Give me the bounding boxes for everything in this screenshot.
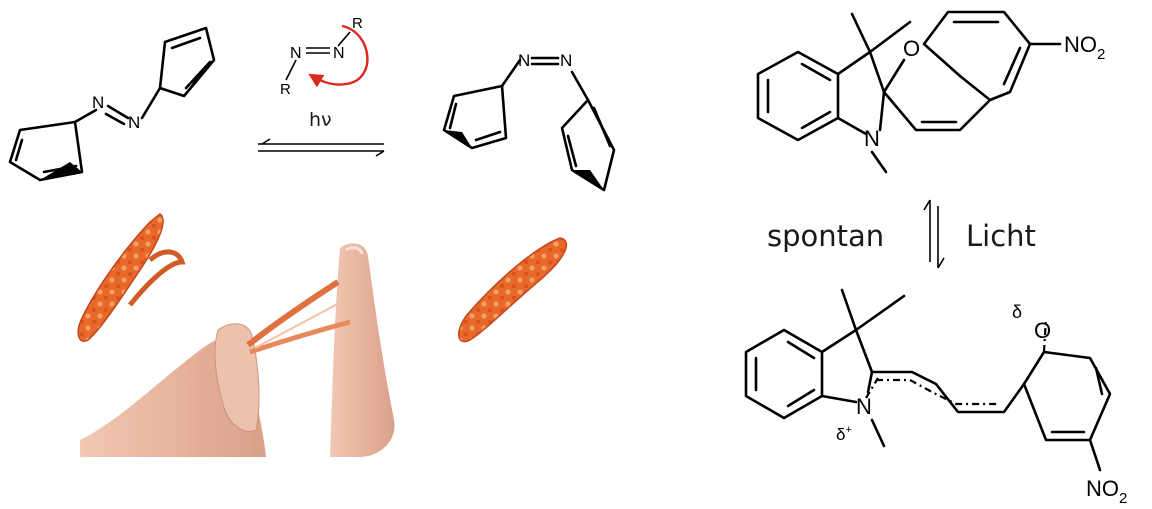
- atom-n-inset-2: N: [333, 45, 345, 62]
- n-methyl: [870, 150, 888, 174]
- equilibrium-arrow-right-icon: [258, 150, 385, 157]
- indoline-benzene-ring: [756, 50, 840, 142]
- substituent-r-top: R: [352, 15, 363, 32]
- open-clip-bottom: [249, 319, 351, 355]
- mc-five-ring-bottom: [820, 394, 858, 404]
- mc-nitro-label: NO2: [1086, 476, 1127, 507]
- mc-phenolate-ring: [1022, 350, 1112, 442]
- mc-nitrogen-label: N: [856, 394, 872, 419]
- clip-left-prong: [128, 249, 186, 307]
- label-licht: Licht: [966, 219, 1036, 253]
- azo-isomerization-inset: R N N R: [280, 15, 369, 98]
- bond: [73, 108, 98, 124]
- bond: [285, 59, 297, 81]
- cis-right-phenyl-ring: [560, 98, 616, 192]
- mc-gem-dimethyl: [840, 288, 906, 332]
- pyran-lower: [882, 90, 992, 132]
- atom-n-cis-2: N: [560, 51, 572, 70]
- bond: [500, 58, 522, 88]
- mc-cn-bond: [866, 370, 874, 394]
- mc-oxygen-label: O: [1034, 318, 1051, 343]
- right-phenyl-ring: [158, 26, 216, 98]
- trans-azobenzene: N N: [8, 26, 216, 182]
- bond: [570, 70, 590, 102]
- spiro-n-bond: [878, 90, 886, 132]
- gem-dimethyl: [850, 12, 912, 54]
- hair-clip-photo: [77, 195, 585, 457]
- five-ring-bottom: [836, 116, 868, 136]
- equilibrium-arrow-left-icon: [258, 138, 384, 145]
- azo-equilibrium: hν: [258, 109, 385, 157]
- mc-nitro-bond: [1088, 438, 1102, 472]
- mc-cn-delocalized: [865, 377, 879, 399]
- double-bond-nn: [106, 104, 130, 120]
- atom-n2: N: [128, 113, 140, 132]
- spiropyran: N O NO2: [756, 10, 1105, 174]
- mc-polymethine-chain: [870, 370, 1026, 414]
- light-label-hv: hν: [309, 109, 332, 131]
- cis-left-phenyl-ring: [442, 84, 508, 150]
- double-bond-nn-2: [104, 112, 126, 126]
- label-spontan: spontan: [767, 219, 884, 253]
- open-clip-spring: [254, 299, 346, 349]
- equilibrium-arrow-down-icon: [937, 206, 945, 269]
- atom-n-inset-1: N: [290, 45, 302, 62]
- oxygen-label: O: [903, 36, 920, 61]
- spiro-equilibrium: spontan Licht: [767, 199, 1036, 269]
- bond: [337, 31, 351, 47]
- mc-indoline-benzene-ring: [744, 328, 824, 420]
- spiro-o-bond: [882, 58, 906, 94]
- nitro-label: NO2: [1064, 32, 1105, 63]
- fingernail: [345, 246, 364, 255]
- mc-five-ring-top: [820, 328, 874, 374]
- cis-azobenzene: N N: [442, 51, 616, 192]
- equilibrium-arrow-up-icon: [923, 199, 931, 262]
- delta-plus-label: δ+: [836, 424, 852, 444]
- bond: [140, 86, 162, 120]
- left-phenyl-ring: [8, 120, 84, 182]
- open-clip-top: [246, 279, 340, 348]
- clip-left: [77, 213, 164, 342]
- atom-n-cis-1: N: [518, 51, 530, 70]
- index-finger: [330, 243, 395, 457]
- delta-minus-label: δ: [1012, 302, 1022, 322]
- substituent-r-bottom: R: [280, 81, 291, 98]
- double-bond-nn-cis: [530, 56, 560, 66]
- nitrogen-label: N: [864, 126, 880, 151]
- rotation-arrow-icon: [308, 24, 369, 88]
- chromene-benzene-ring: [922, 10, 1032, 102]
- clip-right: [458, 237, 568, 343]
- double-bond-nn-inset: [306, 47, 330, 54]
- mc-co-delocalized: [1042, 317, 1048, 353]
- merocyanine: N δ+ O δ NO2: [744, 288, 1127, 507]
- five-ring-top: [836, 50, 886, 94]
- atom-n1: N: [92, 93, 104, 112]
- mc-chain-delocalized: [876, 378, 1000, 406]
- mc-n-methyl: [870, 418, 886, 448]
- thumb: [214, 323, 260, 432]
